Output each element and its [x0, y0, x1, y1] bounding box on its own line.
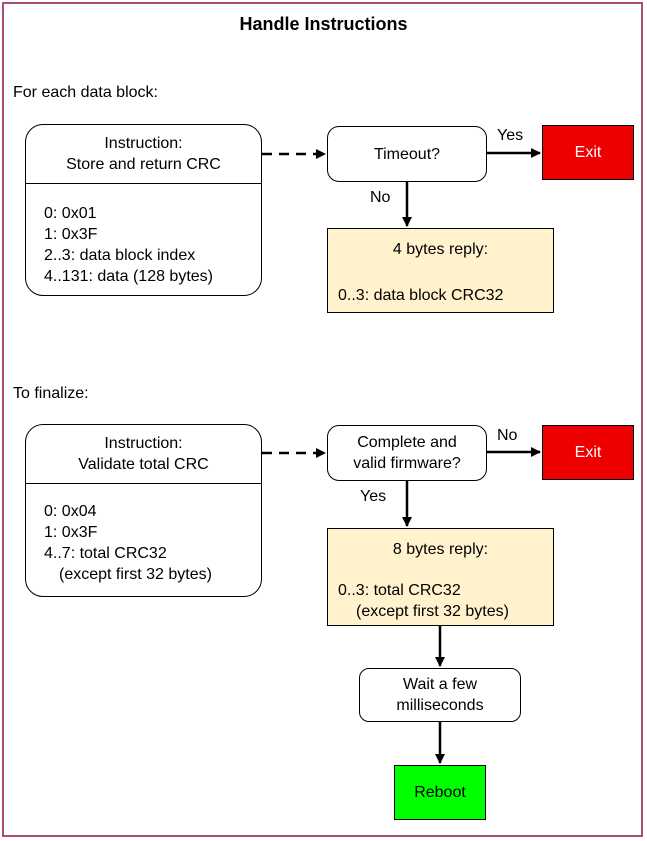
reply-box-8-bytes: 8 bytes reply: 0..3: total CRC32 (except…	[327, 528, 554, 626]
wait-box: Wait a few milliseconds	[359, 668, 521, 722]
exit-label: Exit	[574, 144, 602, 161]
instruction-byte-line: 1: 0x3F	[44, 226, 98, 243]
instruction-byte-line: 4..7: total CRC32	[44, 545, 167, 562]
wait-text-line: milliseconds	[396, 697, 484, 714]
decision-text-line: valid firmware?	[353, 455, 461, 472]
reply-line: 0..3: data block CRC32	[338, 287, 504, 304]
instruction-byte-line: 2..3: data block index	[44, 247, 196, 264]
instruction-body: 0: 0x01 1: 0x3F 2..3: data block index 4…	[44, 203, 257, 287]
no-label-timeout: No	[370, 189, 391, 206]
instruction-title-line: Store and return CRC	[66, 156, 221, 173]
reply-body: 0..3: data block CRC32	[338, 285, 503, 306]
reboot-label: Reboot	[414, 784, 466, 801]
instruction-header: Instruction: Validate total CRC	[26, 425, 261, 484]
instruction-box-store-crc: Instruction: Store and return CRC 0: 0x0…	[25, 124, 262, 296]
reply-body: 0..3: total CRC32 (except first 32 bytes…	[338, 580, 509, 622]
instruction-byte-line: 0: 0x04	[44, 503, 97, 520]
diagram-title: Handle Instructions	[239, 14, 408, 34]
yes-label-firmware: Yes	[360, 488, 387, 505]
instruction-title-line: Instruction:	[104, 435, 183, 452]
instruction-title-line: Instruction:	[104, 135, 183, 152]
instruction-byte-line: (except first 32 bytes)	[59, 566, 212, 583]
reply-title: 4 bytes reply:	[392, 241, 489, 258]
decision-text: Timeout?	[373, 145, 441, 163]
reply-title: 8 bytes reply:	[392, 541, 489, 558]
section-label-data-block: For each data block:	[13, 84, 158, 101]
reply-line: 0..3: total CRC32	[338, 582, 461, 599]
wait-text-line: Wait a few	[402, 676, 478, 693]
instruction-byte-line: 1: 0x3F	[44, 524, 98, 541]
reboot-box: Reboot	[394, 765, 486, 820]
instruction-header: Instruction: Store and return CRC	[26, 125, 261, 184]
decision-text-line: Complete and	[357, 434, 457, 451]
exit-label: Exit	[574, 444, 602, 461]
instruction-byte-line: 0: 0x01	[44, 205, 97, 222]
decision-valid-firmware: Complete and valid firmware?	[327, 425, 487, 481]
yes-label-timeout: Yes	[497, 127, 524, 144]
exit-box-invalid: Exit	[542, 425, 634, 480]
exit-box-timeout: Exit	[542, 125, 634, 180]
no-label-firmware: No	[497, 427, 518, 444]
reply-box-4-bytes: 4 bytes reply: 0..3: data block CRC32	[327, 228, 554, 313]
reply-line: (except first 32 bytes)	[356, 603, 509, 620]
instruction-box-validate-crc: Instruction: Validate total CRC 0: 0x04 …	[25, 424, 262, 597]
decision-timeout: Timeout?	[327, 126, 487, 182]
instruction-body: 0: 0x04 1: 0x3F 4..7: total CRC32 (excep…	[44, 501, 257, 585]
instruction-title-line: Validate total CRC	[78, 456, 209, 473]
section-label-finalize: To finalize:	[13, 385, 89, 402]
instruction-byte-line: 4..131: data (128 bytes)	[44, 268, 213, 285]
